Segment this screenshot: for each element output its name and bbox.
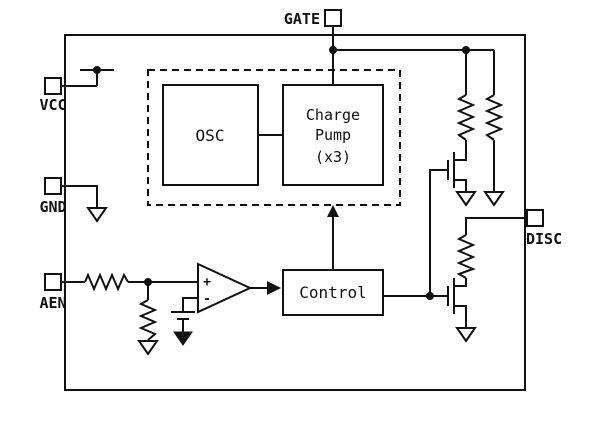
control-block bbox=[282, 269, 384, 316]
reference-net-wire bbox=[182, 297, 198, 332]
junction-dot-icon bbox=[462, 46, 470, 54]
battery-reference-icon bbox=[171, 311, 195, 320]
gnd-net-wire bbox=[61, 185, 98, 208]
ground-icon bbox=[137, 340, 159, 356]
gnd-pin-label: GND bbox=[39, 198, 66, 216]
junction-dot-icon bbox=[426, 292, 434, 300]
ground-icon bbox=[173, 331, 193, 346]
vcc-pin-pad bbox=[44, 77, 62, 95]
resistor-icon bbox=[138, 299, 158, 341]
nmos-source-stub bbox=[454, 305, 467, 328]
ground-icon bbox=[455, 191, 477, 207]
resistor-icon bbox=[456, 94, 476, 141]
arrowhead-icon bbox=[327, 205, 339, 217]
charge-pump-label-line1: Charge bbox=[306, 106, 360, 124]
control-output-wire bbox=[258, 134, 448, 297]
aen-pin-label: AEN bbox=[39, 294, 66, 312]
osc-block bbox=[162, 84, 259, 186]
charge-pump-label-line2: Pump bbox=[315, 126, 351, 144]
junction-dot-icon bbox=[93, 66, 101, 74]
nmos-transistor-icon bbox=[447, 278, 467, 328]
ground-icon bbox=[86, 207, 108, 223]
resistor-icon bbox=[84, 272, 129, 292]
gate-pin-label: GATE bbox=[284, 10, 320, 28]
resistor-icon bbox=[484, 94, 504, 141]
arrowhead-icon bbox=[267, 281, 281, 295]
ground-icon bbox=[483, 191, 505, 207]
comparator-minus-label: - bbox=[203, 292, 211, 307]
nmos-source-stub bbox=[454, 179, 467, 192]
vcc-pin-label: VCC bbox=[39, 96, 66, 114]
disc-pin-pad bbox=[526, 209, 544, 227]
charge-pump-label-line3: (x3) bbox=[315, 148, 351, 166]
charge-pump-block bbox=[282, 84, 384, 186]
nmos-drain-stub bbox=[454, 278, 467, 287]
osc-block-label: OSC bbox=[196, 126, 225, 145]
aen-net-wire bbox=[61, 281, 198, 341]
disc-pin-label: DISC bbox=[526, 230, 562, 248]
resistor-icon bbox=[456, 234, 476, 279]
nmos-drain-stub bbox=[454, 148, 467, 161]
nmos-transistor-icon bbox=[447, 148, 467, 192]
ground-icon bbox=[455, 327, 477, 343]
comparator-symbol bbox=[197, 262, 253, 314]
aen-pin-pad bbox=[44, 273, 62, 291]
gnd-pin-pad bbox=[44, 177, 62, 195]
comparator-plus-label: + bbox=[203, 275, 211, 290]
gate-pin-pad bbox=[324, 9, 342, 27]
junction-dot-icon bbox=[329, 46, 337, 54]
dashed-section-box bbox=[147, 69, 401, 206]
junction-dot-icon bbox=[144, 278, 152, 286]
control-block-label: Control bbox=[299, 283, 366, 302]
